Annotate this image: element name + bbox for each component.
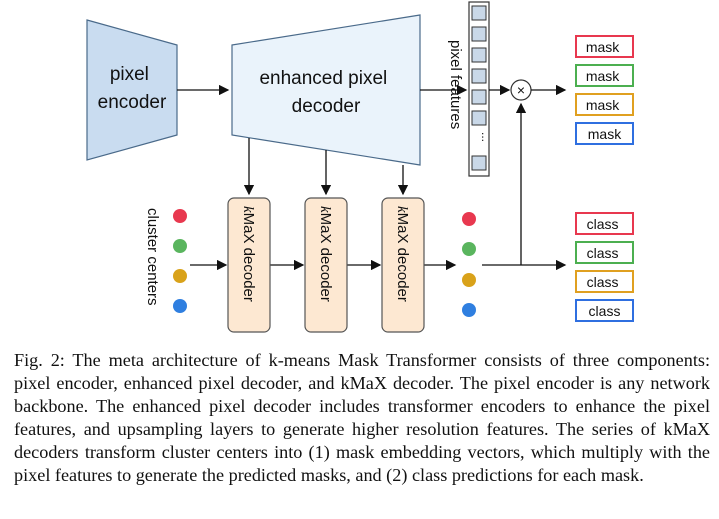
mask-label: mask — [586, 68, 620, 84]
output-cluster-centers — [462, 212, 476, 317]
mask-box — [575, 64, 634, 87]
cluster-center-dot — [173, 299, 187, 313]
cluster-center-dot — [462, 303, 476, 317]
kmax-decoder-box — [227, 197, 271, 333]
pixel-decoder-label: enhanced pixel decoder — [259, 68, 392, 117]
architecture-diagram: pixel encoder enhanced pixel decoder pix… — [86, 1, 634, 333]
cluster-center-dot — [462, 242, 476, 256]
mask-outputs: mask mask mask mask — [575, 35, 634, 145]
cluster-center-dot — [462, 212, 476, 226]
cluster-center-dot — [173, 269, 187, 283]
cluster-center-dot — [462, 273, 476, 287]
class-label: class — [589, 303, 621, 319]
mask-label: mask — [586, 39, 620, 55]
pixel-features-ellipsis: ... — [479, 132, 493, 142]
mask-label: mask — [588, 126, 622, 142]
pixel-encoder-shape — [86, 19, 178, 161]
kmax-decoders: kMaX decoder kMaX decoder kMaX decoder — [227, 197, 425, 333]
class-box — [575, 241, 634, 264]
pixel-feature-cells — [471, 5, 487, 171]
pixel-features-label: pixel features — [447, 40, 464, 129]
mask-box — [575, 93, 634, 116]
pixel-encoder-label: pixel encoder — [98, 64, 167, 113]
kmax-decoder-label: kMaX decoder — [317, 206, 334, 302]
class-label: class — [587, 274, 619, 290]
pixel-features-column — [468, 1, 490, 177]
class-box — [575, 270, 634, 293]
class-box — [575, 212, 634, 235]
svg-text:mask mask mask: mask mask mask mask — [586, 39, 623, 142]
kmax-decoder-label: kMaX decoder — [394, 206, 411, 302]
class-outputs: class class class class — [575, 212, 634, 322]
pixel-decoder-shape — [231, 14, 421, 166]
mask-box — [575, 35, 634, 58]
cluster-centers-label: cluster centers — [144, 208, 161, 306]
mask-label: mask — [586, 97, 620, 113]
kmax-decoder-label: kMaX decoder — [240, 206, 257, 302]
class-box — [575, 299, 634, 322]
input-cluster-centers — [173, 209, 187, 313]
kmax-decoder-box — [381, 197, 425, 333]
svg-text:class class class: class class class class — [587, 216, 623, 319]
class-label: class — [587, 216, 619, 232]
mask-box — [575, 122, 634, 145]
cluster-center-dot — [173, 209, 187, 223]
kmax-decoder-box — [304, 197, 348, 333]
cluster-center-dot — [173, 239, 187, 253]
multiply-symbol: × — [517, 82, 525, 98]
figure-caption: Fig. 2: The meta architecture of k-means… — [14, 349, 710, 486]
class-label: class — [587, 245, 619, 261]
caption-text: Fig. 2: The meta architecture of k-means… — [14, 350, 710, 485]
